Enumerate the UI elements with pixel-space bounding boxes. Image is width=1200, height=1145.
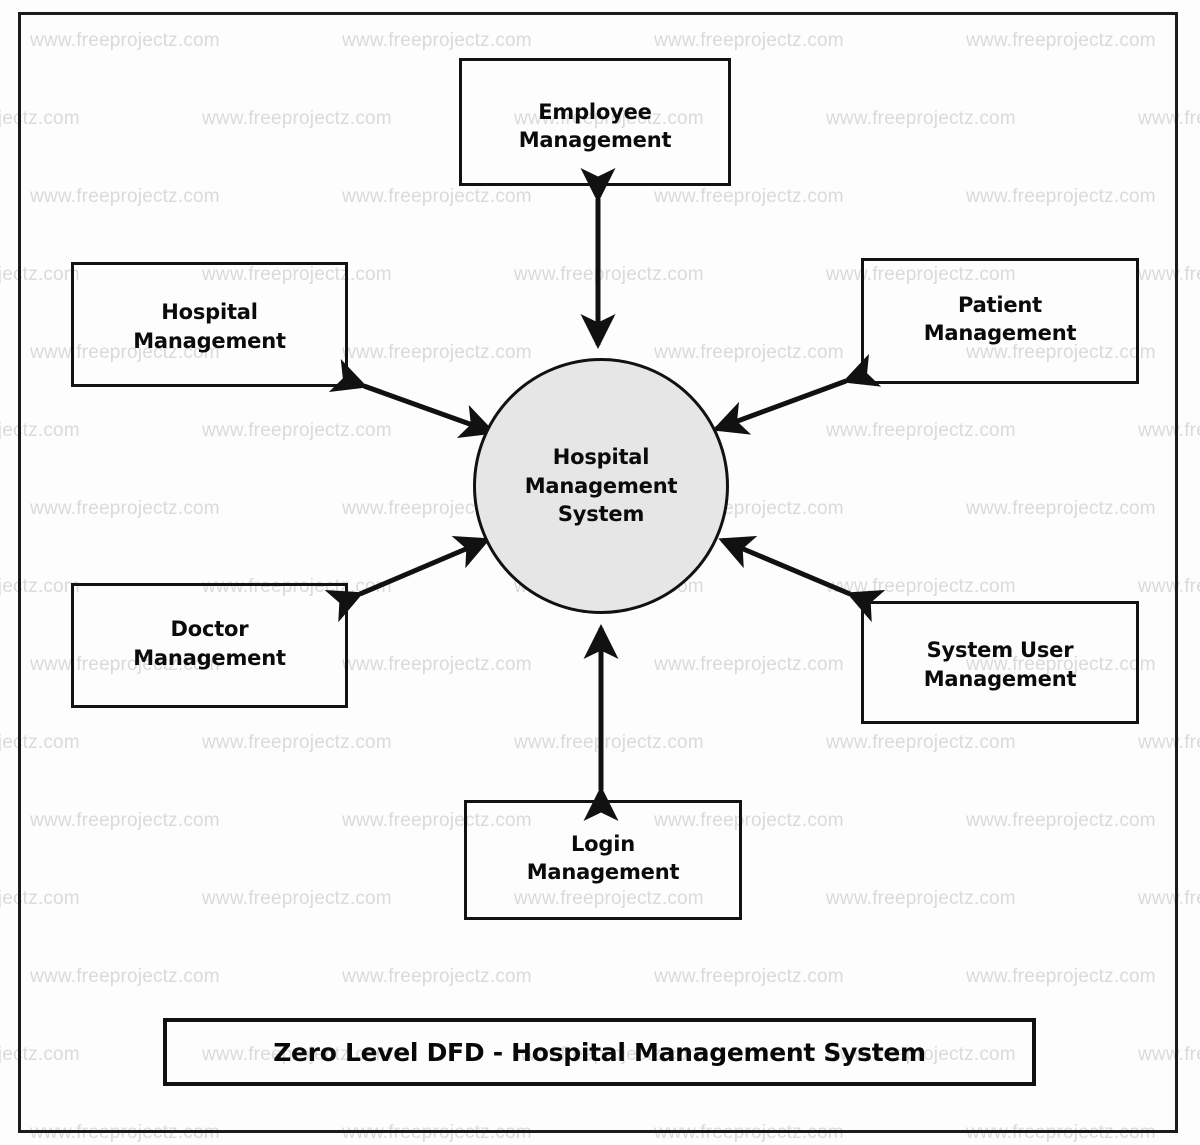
entity-system-user-management[interactable]: System User Management xyxy=(861,601,1139,724)
entity-doctor-management[interactable]: Doctor Management xyxy=(71,583,348,708)
entity-label-line: Employee xyxy=(538,99,652,124)
entity-label-line: Doctor xyxy=(170,617,249,642)
diagram-outer-frame xyxy=(18,12,1178,1133)
entity-label-line: Login xyxy=(570,831,635,856)
process-label-line: System xyxy=(557,502,645,527)
entity-label-line: Management xyxy=(133,645,286,670)
entity-label-line: Management xyxy=(526,860,680,884)
entity-doctor-management-label: Doctor Management xyxy=(133,615,286,672)
entity-label-line: Management xyxy=(923,666,1077,691)
process-hospital-management-system[interactable]: Hospital Management System xyxy=(473,358,729,614)
entity-employee-management[interactable]: Employee Management xyxy=(459,58,731,186)
diagram-title: Zero Level DFD - Hospital Management Sys… xyxy=(273,1037,926,1067)
process-label-line: Hospital xyxy=(552,444,650,469)
entity-label-line: Management xyxy=(518,128,672,152)
entity-hospital-management[interactable]: Hospital Management xyxy=(71,262,348,387)
process-label: Hospital Management System xyxy=(525,443,678,530)
entity-label-line: Hospital xyxy=(161,300,258,325)
entity-login-management[interactable]: Login Management xyxy=(464,800,742,920)
entity-system-user-management-label: System User Management xyxy=(924,636,1077,693)
entity-hospital-management-label: Hospital Management xyxy=(133,298,286,355)
entity-login-management-label: Login Management xyxy=(527,830,680,887)
entity-employee-management-label: Employee Management xyxy=(519,98,672,155)
entity-label-line: Management xyxy=(133,328,286,353)
entity-patient-management-label: Patient Management xyxy=(924,291,1077,348)
entity-label-line: Patient xyxy=(957,292,1043,317)
entity-label-line: Management xyxy=(923,321,1077,345)
entity-label-line: System User xyxy=(926,638,1074,663)
entity-patient-management[interactable]: Patient Management xyxy=(861,258,1139,384)
process-label-line: Management xyxy=(524,473,678,498)
diagram-caption-box: Zero Level DFD - Hospital Management Sys… xyxy=(163,1018,1036,1086)
